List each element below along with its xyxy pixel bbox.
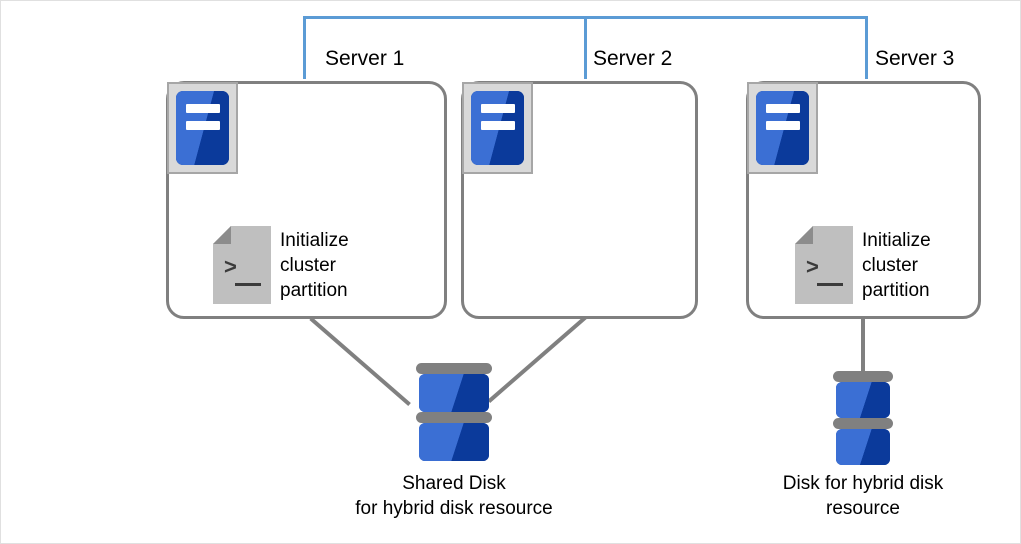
server-icon-body (756, 91, 809, 165)
server-icon-bar-top (481, 104, 515, 113)
script-label: Initialize cluster partition (862, 229, 931, 301)
server-icon (167, 82, 238, 174)
disk-drum-lower (419, 423, 489, 461)
script-icon: > (795, 226, 853, 304)
network-drop-server-2 (584, 16, 587, 79)
disk-plate-top (416, 363, 492, 374)
server-icon-bar-bottom (481, 121, 515, 130)
disk-drum-upper (419, 374, 489, 412)
script-icon: > (213, 226, 271, 304)
connector-server3-to-hybrid-disk (861, 317, 865, 373)
disk-drum-sheen (836, 429, 890, 465)
script-label: Initialize cluster partition (280, 229, 349, 301)
initialize-cluster-partition-group: > Initialize cluster partition (795, 226, 931, 304)
hybrid-disk-icon[interactable] (833, 371, 893, 467)
server-icon-bar-bottom (186, 121, 220, 130)
connector-server1-to-shared-disk (309, 317, 411, 406)
script-icon-prompt-chevron: > (806, 254, 819, 279)
script-icon-fold-corner (213, 226, 231, 244)
disk-plate-top (833, 371, 893, 382)
disk-drum-sheen (419, 423, 489, 461)
disk-drum-lower (836, 429, 890, 465)
shared-disk-icon[interactable] (416, 363, 492, 461)
server-2-label: Server 2 (593, 47, 673, 70)
server-2-box[interactable] (461, 81, 698, 319)
shared-disk-caption: Shared Disk for hybrid disk resource (355, 473, 553, 519)
server-icon (462, 82, 533, 174)
server-icon (747, 82, 818, 174)
disk-plate-middle (416, 412, 492, 423)
script-icon-cursor-dash (235, 283, 261, 286)
server-3-label: Server 3 (875, 47, 955, 70)
hybrid-disk-caption: Disk for hybrid disk resource (782, 473, 944, 519)
disk-drum-sheen (419, 374, 489, 412)
disk-drum-upper (836, 382, 890, 418)
disk-plate-middle (833, 418, 893, 429)
server-icon-body (471, 91, 524, 165)
server-1-box[interactable]: > Initialize cluster partition (166, 81, 447, 319)
script-icon-cursor-dash (817, 283, 843, 286)
server-1-label: Server 1 (325, 47, 405, 70)
server-3-box[interactable]: > Initialize cluster partition (746, 81, 981, 319)
initialize-cluster-partition-group: > Initialize cluster partition (213, 226, 349, 304)
network-drop-server-3 (865, 16, 868, 79)
server-icon-bar-top (186, 104, 220, 113)
script-icon-prompt-chevron: > (224, 254, 237, 279)
network-drop-server-1 (303, 16, 306, 79)
server-icon-bar-top (766, 104, 800, 113)
connector-server2-to-shared-disk (487, 313, 589, 403)
server-icon-bar-bottom (766, 121, 800, 130)
disk-drum-sheen (836, 382, 890, 418)
server-icon-body (176, 91, 229, 165)
script-icon-fold-corner (795, 226, 813, 244)
